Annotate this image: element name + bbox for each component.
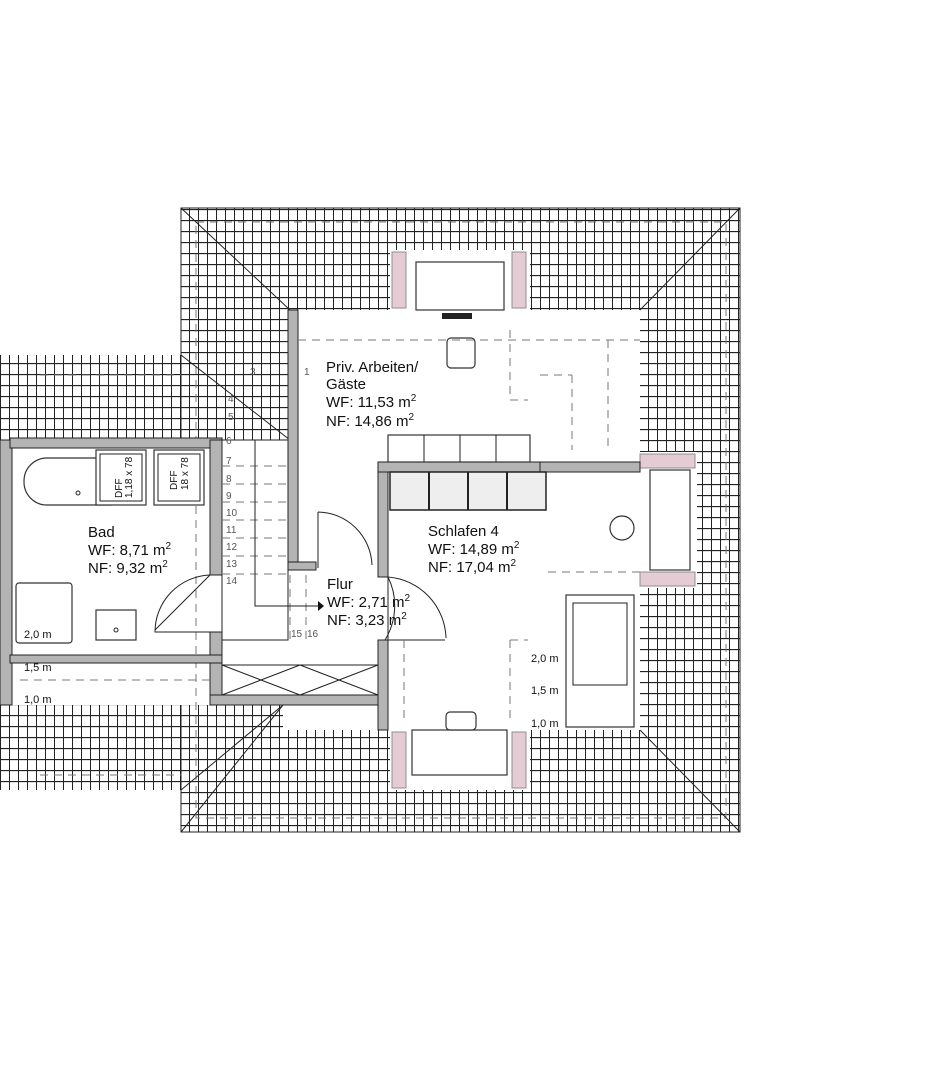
sup: 2	[401, 611, 407, 622]
chair-top	[446, 337, 476, 369]
room-priv-arbeiten: Priv. Arbeiten/ Gäste WF: 11,53 m2 NF: 1…	[326, 359, 419, 430]
desk-bottom	[411, 729, 508, 776]
stair-step-3: 3	[250, 367, 256, 378]
room-flur: Flur WF: 2,71 m2 NF: 3,23 m2	[327, 576, 411, 629]
window-1-size: 1,18 x 78	[124, 456, 135, 498]
chair-bottom	[445, 711, 477, 731]
storage-area	[221, 664, 379, 696]
stair-step-16: 16	[307, 629, 319, 640]
room-nf: NF: 14,86 m	[326, 413, 409, 430]
room-schlafen-4: Schlafen 4 WF: 14,89 m2 NF: 17,04 m2	[428, 523, 520, 576]
stair-step-9: 9	[226, 491, 232, 502]
window-2-label: DFF	[169, 471, 180, 490]
room-name-line2: Gäste	[326, 376, 366, 393]
stair-step-13: 13	[226, 559, 238, 570]
staircase: 3 1 4 5 6 7 8 9 10 11 12 13 14 15 16	[221, 367, 324, 641]
roof-window-2	[153, 449, 205, 506]
room-wf: WF: 8,71 m	[88, 542, 166, 559]
room-wf: WF: 2,71 m	[327, 594, 405, 611]
window-1-label: DFF	[114, 479, 125, 498]
stair-step-11: 11	[226, 525, 237, 536]
stair-step-6: 6	[226, 436, 232, 447]
height-right-1-5m: 1,5 m	[531, 685, 559, 697]
stair-step-5: 5	[228, 412, 234, 423]
height-right-2m: 2,0 m	[531, 653, 559, 665]
height-markers: 2,0 m 1,5 m 1,0 m 2,0 m 1,5 m 1,0 m	[24, 629, 559, 730]
svg-text:NF: 9,32 m2: NF: 9,32 m2	[88, 559, 168, 577]
furniture	[20, 261, 691, 776]
room-wf: WF: 11,53 m	[326, 394, 411, 411]
wardrobe	[387, 434, 547, 511]
room-name: Priv. Arbeiten/	[326, 359, 419, 376]
bathroom-fixtures: DFF 1,18 x 78 DFF 18 x 78	[15, 449, 205, 644]
stair-step-14: 14	[226, 576, 238, 587]
room-name: Bad	[88, 524, 115, 541]
height-left-1m: 1,0 m	[24, 694, 52, 706]
room-nf: NF: 9,32 m	[88, 560, 162, 577]
room-wf: WF: 14,89 m	[428, 541, 514, 558]
svg-text:NF: 3,23 m2: NF: 3,23 m2	[327, 611, 407, 629]
stair-step-4: 4	[228, 394, 234, 405]
sup: 2	[162, 559, 168, 570]
svg-text:WF: 2,71 m2: WF: 2,71 m2	[327, 593, 411, 611]
room-bad: Bad WF: 8,71 m2 NF: 9,32 m2	[88, 524, 172, 577]
stair-step-8: 8	[226, 474, 232, 485]
shower	[15, 582, 73, 644]
height-left-2m: 2,0 m	[24, 629, 52, 641]
roof-window-1	[95, 449, 147, 506]
stair-step-1: 1	[304, 367, 310, 378]
hip-lines	[180, 207, 741, 833]
sup: 2	[409, 412, 415, 423]
bed	[565, 594, 635, 728]
stair-step-12: 12	[226, 542, 238, 553]
svg-text:WF: 14,89 m2: WF: 14,89 m2	[428, 540, 520, 558]
sup: 2	[411, 393, 417, 404]
svg-text:WF: 11,53 m2: WF: 11,53 m2	[326, 393, 417, 411]
roof	[0, 207, 741, 833]
window-2-size: 18 x 78	[180, 457, 191, 490]
sup: 2	[405, 593, 411, 604]
desk-top	[415, 261, 505, 311]
chair-right	[609, 515, 635, 541]
stair-step-15: 15	[291, 629, 303, 640]
height-left-1-5m: 1,5 m	[24, 662, 52, 674]
svg-text:NF: 17,04 m2: NF: 17,04 m2	[428, 558, 517, 576]
svg-text:NF: 14,86 m2: NF: 14,86 m2	[326, 412, 415, 430]
sup: 2	[511, 558, 517, 569]
room-nf: NF: 17,04 m	[428, 559, 511, 576]
svg-text:WF: 8,71 m2: WF: 8,71 m2	[88, 541, 172, 559]
stair-step-10: 10	[226, 508, 238, 519]
doors	[154, 511, 447, 641]
sup: 2	[166, 541, 172, 552]
room-name: Schlafen 4	[428, 523, 499, 540]
sup: 2	[514, 540, 520, 551]
height-right-1m: 1,0 m	[531, 718, 559, 730]
room-nf: NF: 3,23 m	[327, 612, 401, 629]
stair-step-7: 7	[226, 456, 232, 467]
walls	[0, 251, 696, 789]
room-name: Flur	[327, 576, 353, 593]
desk-right	[649, 469, 691, 571]
sink	[95, 609, 137, 641]
